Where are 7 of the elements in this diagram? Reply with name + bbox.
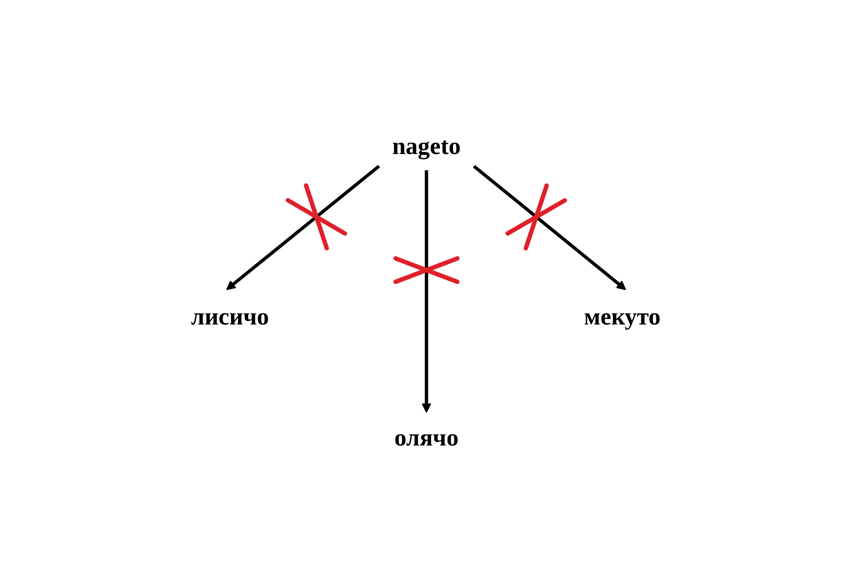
node-text: nageto bbox=[392, 132, 460, 159]
arrow bbox=[421, 170, 431, 412]
arrow bbox=[226, 164, 380, 290]
arrow bbox=[472, 164, 626, 290]
node-text: олячо bbox=[394, 423, 458, 450]
node-text: лисичо bbox=[190, 302, 269, 330]
node-text: мекуто bbox=[584, 302, 660, 330]
